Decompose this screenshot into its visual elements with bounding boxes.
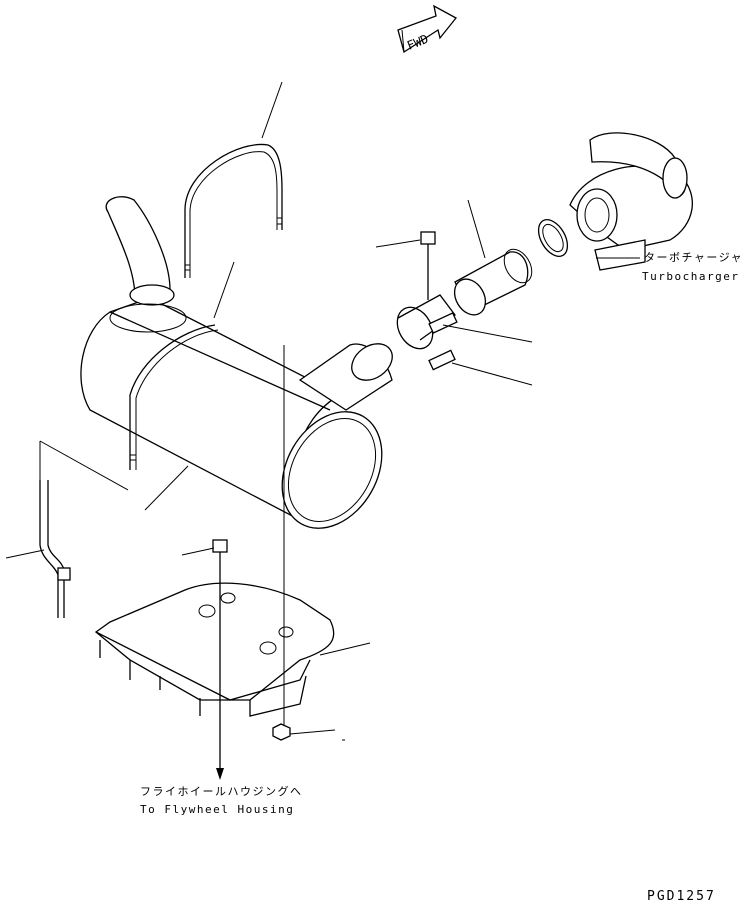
- turbocharger-label-en: Turbocharger: [642, 270, 740, 283]
- v-clamp: [537, 219, 569, 257]
- exhaust-clamp: [396, 294, 458, 371]
- clamp-bolt: [420, 231, 436, 300]
- flywheel-housing-label-en: To Flywheel Housing: [140, 803, 295, 816]
- fwd-arrow: FWD: [397, 4, 457, 54]
- support-rod: [39, 480, 71, 618]
- leader-lines: [5, 81, 640, 741]
- bracket-bolt: [212, 539, 228, 780]
- strap-band: [129, 324, 219, 470]
- u-bolt-upper: [184, 143, 283, 278]
- turbocharger-label-jp: ターボチャージャ: [644, 251, 744, 264]
- connector-tube: [453, 248, 533, 316]
- flywheel-housing-label-jp: フライホイールハウジングへ: [140, 785, 303, 798]
- turbocharger: [569, 132, 693, 271]
- drawing-code: PGD1257: [647, 889, 716, 904]
- muffler: [80, 196, 393, 529]
- mounting-bracket: [94, 582, 335, 717]
- nut: [272, 345, 291, 741]
